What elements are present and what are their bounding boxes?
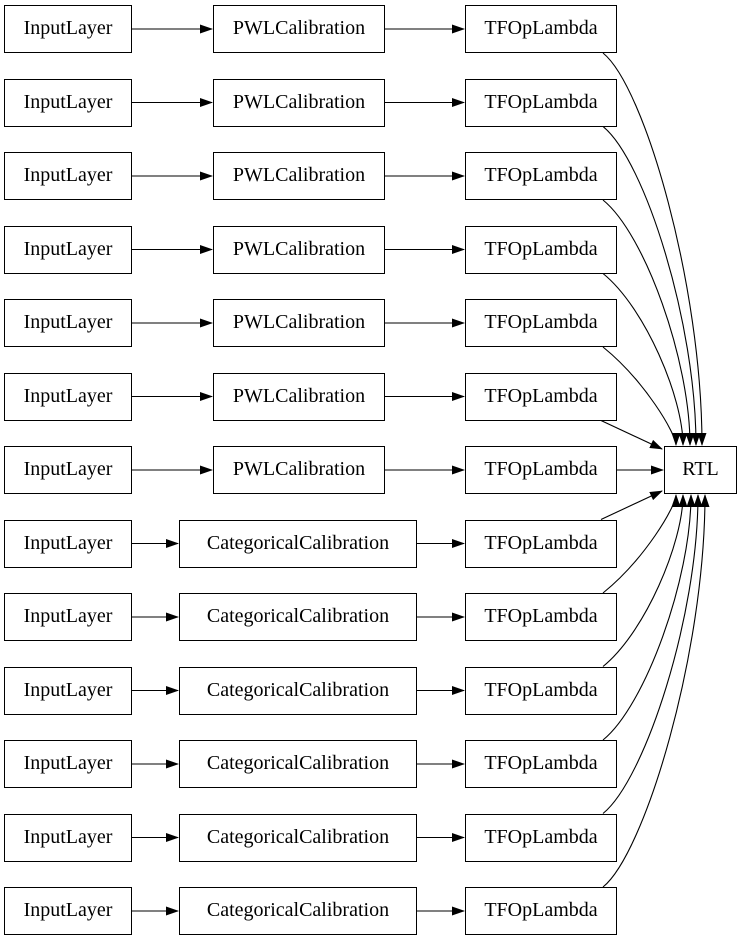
node-categorical-calibration-10-label: CategoricalCalibration: [206, 678, 390, 701]
node-categorical-calibration-11-label: CategoricalCalibration: [206, 752, 390, 774]
node-pwl-calibration-7: PWLCalibration: [213, 446, 385, 494]
node-tfop-lambda-1-label: TFOpLambda: [484, 17, 598, 39]
node-categorical-calibration-10: CategoricalCalibration: [179, 666, 417, 715]
node-input-layer-12-label: InputLayer: [23, 825, 113, 848]
edge-lambda-to-rtl-12: [602, 494, 703, 814]
edge-lambda-to-rtl-2: [602, 126, 701, 446]
node-input-layer-7-label: InputLayer: [23, 458, 113, 480]
node-tfop-lambda-1: TFOpLambda: [465, 5, 617, 53]
edge-lambda-to-rtl-3: [602, 199, 695, 446]
node-tfop-lambda-4: TFOpLambda: [465, 225, 617, 274]
node-tfop-lambda-12: TFOpLambda: [465, 813, 617, 862]
edge-lambda-to-rtl-6: [600, 420, 663, 450]
edge-lambda-to-rtl-13: [602, 494, 710, 888]
edge-lambda-to-rtl-5: [602, 346, 681, 446]
node-tfop-lambda-9-label: TFOpLambda: [484, 605, 598, 627]
node-input-layer-10: InputLayer: [4, 666, 132, 715]
node-rtl: RTL: [664, 446, 737, 494]
node-tfop-lambda-10-label: TFOpLambda: [484, 678, 598, 701]
node-tfop-lambda-7-label: TFOpLambda: [484, 458, 598, 480]
node-categorical-calibration-12: CategoricalCalibration: [179, 813, 417, 862]
node-input-layer-9-label: InputLayer: [23, 605, 113, 627]
edge-lambda-to-rtl-9: [602, 494, 681, 594]
node-categorical-calibration-8: CategoricalCalibration: [179, 519, 417, 568]
node-tfop-lambda-2: TFOpLambda: [465, 78, 617, 127]
node-input-layer-2: InputLayer: [4, 78, 132, 127]
node-pwl-calibration-6-label: PWLCalibration: [232, 384, 366, 407]
node-categorical-calibration-11: CategoricalCalibration: [179, 740, 417, 788]
node-categorical-calibration-13-label: CategoricalCalibration: [206, 899, 390, 921]
node-pwl-calibration-3: PWLCalibration: [213, 152, 385, 200]
node-tfop-lambda-3: TFOpLambda: [465, 152, 617, 200]
node-tfop-lambda-11-label: TFOpLambda: [484, 752, 598, 774]
node-input-layer-8-label: InputLayer: [23, 531, 113, 554]
node-tfop-lambda-2-label: TFOpLambda: [484, 90, 598, 113]
node-tfop-lambda-10: TFOpLambda: [465, 666, 617, 715]
node-pwl-calibration-1: PWLCalibration: [213, 5, 385, 53]
node-input-layer-7: InputLayer: [4, 446, 132, 494]
node-input-layer-5-label: InputLayer: [23, 311, 113, 333]
edge-lambda-to-rtl-10: [602, 494, 688, 667]
node-categorical-calibration-9-label: CategoricalCalibration: [206, 605, 390, 627]
node-pwl-calibration-5-label: PWLCalibration: [232, 311, 366, 333]
node-input-layer-3: InputLayer: [4, 152, 132, 200]
node-tfop-lambda-13: TFOpLambda: [465, 887, 617, 935]
node-input-layer-5: InputLayer: [4, 299, 132, 347]
node-input-layer-11: InputLayer: [4, 740, 132, 788]
node-pwl-calibration-6: PWLCalibration: [213, 372, 385, 421]
node-tfop-lambda-6-label: TFOpLambda: [484, 384, 598, 407]
node-pwl-calibration-3-label: PWLCalibration: [232, 164, 366, 186]
node-tfop-lambda-3-label: TFOpLambda: [484, 164, 598, 186]
node-input-layer-10-label: InputLayer: [23, 678, 113, 701]
node-input-layer-12: InputLayer: [4, 813, 132, 862]
node-tfop-lambda-5-label: TFOpLambda: [484, 311, 598, 333]
node-input-layer-2-label: InputLayer: [23, 90, 113, 113]
edge-lambda-to-rtl-11: [602, 494, 696, 741]
node-input-layer-4: InputLayer: [4, 225, 132, 274]
node-pwl-calibration-2: PWLCalibration: [213, 78, 385, 127]
node-pwl-calibration-2-label: PWLCalibration: [232, 90, 366, 113]
node-pwl-calibration-1-label: PWLCalibration: [232, 17, 366, 39]
node-tfop-lambda-9: TFOpLambda: [465, 593, 617, 641]
node-input-layer-13: InputLayer: [4, 887, 132, 935]
node-pwl-calibration-4: PWLCalibration: [213, 225, 385, 274]
node-pwl-calibration-4-label: PWLCalibration: [232, 237, 366, 260]
node-categorical-calibration-13: CategoricalCalibration: [179, 887, 417, 935]
node-tfop-lambda-13-label: TFOpLambda: [484, 899, 598, 921]
node-rtl-label: RTL: [682, 458, 719, 480]
node-tfop-lambda-5: TFOpLambda: [465, 299, 617, 347]
node-input-layer-6-label: InputLayer: [23, 384, 113, 407]
node-pwl-calibration-5: PWLCalibration: [213, 299, 385, 347]
node-tfop-lambda-8-label: TFOpLambda: [484, 531, 598, 554]
node-input-layer-9: InputLayer: [4, 593, 132, 641]
node-categorical-calibration-9: CategoricalCalibration: [179, 593, 417, 641]
node-categorical-calibration-12-label: CategoricalCalibration: [206, 825, 390, 848]
node-tfop-lambda-6: TFOpLambda: [465, 372, 617, 421]
node-input-layer-1-label: InputLayer: [23, 17, 113, 39]
node-input-layer-6: InputLayer: [4, 372, 132, 421]
node-tfop-lambda-7: TFOpLambda: [465, 446, 617, 494]
edge-lambda-to-rtl-1: [602, 52, 707, 446]
node-input-layer-4-label: InputLayer: [23, 237, 113, 260]
node-input-layer-11-label: InputLayer: [23, 752, 113, 774]
node-tfop-lambda-8: TFOpLambda: [465, 519, 617, 568]
edge-lambda-to-rtl-8: [600, 490, 663, 520]
edge-lambda-to-rtl-4: [602, 273, 688, 446]
node-input-layer-1: InputLayer: [4, 5, 132, 53]
node-pwl-calibration-7-label: PWLCalibration: [232, 458, 366, 480]
node-tfop-lambda-11: TFOpLambda: [465, 740, 617, 788]
node-tfop-lambda-12-label: TFOpLambda: [484, 825, 598, 848]
node-input-layer-3-label: InputLayer: [23, 164, 113, 186]
node-categorical-calibration-8-label: CategoricalCalibration: [206, 531, 390, 554]
node-input-layer-13-label: InputLayer: [23, 899, 113, 921]
node-input-layer-8: InputLayer: [4, 519, 132, 568]
node-tfop-lambda-4-label: TFOpLambda: [484, 237, 598, 260]
